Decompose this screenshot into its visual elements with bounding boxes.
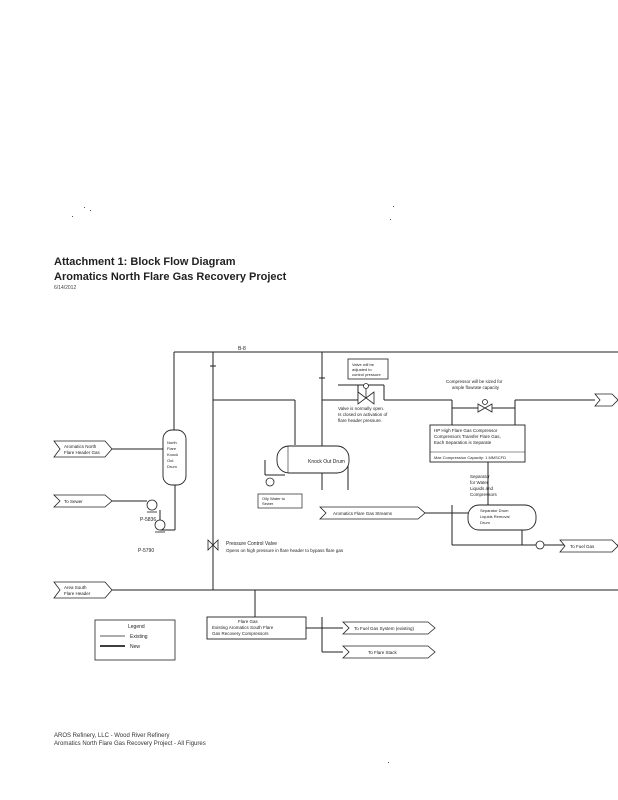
valve-note-box: Valve will be adjusted to control pressu… bbox=[347, 358, 389, 380]
out-label-1: To Fuel Gas System (existing) bbox=[354, 626, 415, 631]
compressor-note-2: ample flowrate capacity bbox=[452, 385, 500, 390]
compressor-label-3: Each Separation is Separate bbox=[434, 440, 492, 445]
bypass-note-1: Pressure Control Valve bbox=[226, 541, 277, 547]
feed-top-line-1: Aromatics North bbox=[64, 444, 97, 449]
flare-vessel-3: Knock bbox=[167, 452, 178, 457]
control-valve-icon bbox=[357, 383, 375, 405]
feed-arrow-mid: To Sewer bbox=[53, 494, 113, 508]
separator-note-1: Separator bbox=[470, 474, 490, 479]
flare-vessel-2: Flare bbox=[167, 446, 177, 451]
right-out-label-1: To Fuel Gas bbox=[570, 544, 595, 549]
legend-new: New bbox=[130, 644, 140, 650]
valve-open-note-1: Valve is normally open. bbox=[338, 406, 384, 411]
aromatics-stream-arrow: Aromatics Flare Gas Streams bbox=[319, 506, 426, 520]
legend: Legend Existing New bbox=[94, 619, 176, 661]
diagram-date: 6/14/2012 bbox=[54, 285, 77, 291]
flare-vessel-1: North bbox=[167, 440, 177, 445]
bypass-valve-icon bbox=[207, 539, 219, 551]
line-tag-top: B-8 bbox=[238, 346, 246, 352]
feed-bottom-line-1: Area South bbox=[64, 585, 87, 590]
valve-open-note-2: Is closed on activation of bbox=[338, 412, 388, 417]
oily-water-pump-icon bbox=[265, 477, 275, 487]
footer-line-2: Aromatics North Flare Gas Recovery Proje… bbox=[54, 741, 206, 747]
out-arrow-fuel-gas: To Fuel Gas System (existing) bbox=[342, 621, 436, 635]
feed-arrow-bottom: Area South Flare Header bbox=[53, 581, 113, 599]
scan-specks bbox=[72, 206, 394, 763]
separator-note-3: Liquids and bbox=[470, 486, 494, 491]
feed-mid-label: To Sewer bbox=[64, 499, 83, 504]
separator-note-4: Compressors bbox=[470, 492, 498, 497]
separator-drum: Separator Drum Liquids Removal Drum bbox=[467, 504, 537, 531]
separator-label-3: Drum bbox=[480, 520, 490, 525]
compressor-capacity: Max Compression Capacity: 1 MMSCFD bbox=[434, 455, 506, 460]
diagram-subtitle: Aromatics North Flare Gas Recovery Proje… bbox=[54, 271, 287, 283]
oily-water-box: Oily Water to Sewer bbox=[257, 493, 303, 509]
compressor-note-1: Compressor will be sized for bbox=[446, 379, 503, 384]
separator-label-2: Liquids Removal bbox=[480, 514, 510, 519]
oily-water-1: Oily Water to bbox=[262, 496, 286, 501]
compressor-label-1: HP High Flare Gas Compressor bbox=[434, 428, 498, 433]
flare-vessel-4: Out bbox=[167, 458, 174, 463]
pump-2-label: P-5790 bbox=[138, 548, 154, 554]
right-out-arrow-1: To Fuel Gas bbox=[559, 539, 618, 553]
feed-bottom-line-2: Flare Header bbox=[64, 591, 91, 596]
legend-title: Legend bbox=[128, 624, 145, 630]
flare-vessel-5: Drum bbox=[167, 464, 177, 469]
feed-top-line-2: Flare Header Gas bbox=[64, 450, 101, 455]
valve-note-line-1: Valve will be bbox=[352, 362, 375, 367]
separator-label-1: Separator Drum bbox=[480, 508, 509, 513]
south-box-line-1: Flare Gas bbox=[238, 619, 259, 624]
valve-note-line-2: adjusted to bbox=[352, 367, 372, 372]
aromatics-stream-label: Aromatics Flare Gas Streams bbox=[333, 511, 393, 516]
separator-note-2: for Water bbox=[470, 480, 489, 485]
knockout-drum: Knock Out Drum bbox=[276, 445, 350, 474]
out-label-2: To Flare Stack bbox=[368, 650, 398, 655]
legend-existing: Existing bbox=[130, 634, 148, 640]
south-box-line-3: Gas Recovery Compressors bbox=[212, 631, 269, 636]
footer-line-1: AROS Refinery, LLC - Wood River Refinery bbox=[54, 733, 170, 739]
oily-water-2: Sewer bbox=[262, 501, 274, 506]
pump-icon bbox=[146, 499, 166, 533]
out-arrow-flare-stack: To Flare Stack bbox=[342, 645, 436, 659]
flare-knockout-drum: North Flare Knock Out Drum bbox=[162, 429, 187, 486]
pump-1-label: P-5836 bbox=[140, 517, 156, 523]
valve-open-note-3: flare header pressure. bbox=[338, 418, 382, 423]
pipe-markers bbox=[210, 360, 325, 384]
valve-note-line-3: control pressure bbox=[352, 372, 381, 377]
knockout-drum-label: Knock Out Drum bbox=[308, 459, 345, 465]
compressor-box: HP High Flare Gas Compressor Compressors… bbox=[429, 424, 526, 463]
compressor-label-2: Compressors Transfer Flare Gas, bbox=[434, 434, 501, 439]
feed-arrow-top: Aromatics North Flare Header Gas bbox=[53, 440, 113, 458]
bypass-note-2: Opens on high pressure in flare header t… bbox=[226, 548, 344, 553]
compressor-valve-icon bbox=[477, 399, 493, 413]
top-right-arrow-icon bbox=[594, 393, 618, 407]
separator-pump-icon bbox=[535, 540, 545, 550]
diagram-title: Attachment 1: Block Flow Diagram bbox=[54, 256, 236, 268]
south-box-line-2: Existing Aromatics South Flare bbox=[212, 625, 274, 630]
south-compressor-box: Flare Gas Existing Aromatics South Flare… bbox=[206, 616, 307, 640]
